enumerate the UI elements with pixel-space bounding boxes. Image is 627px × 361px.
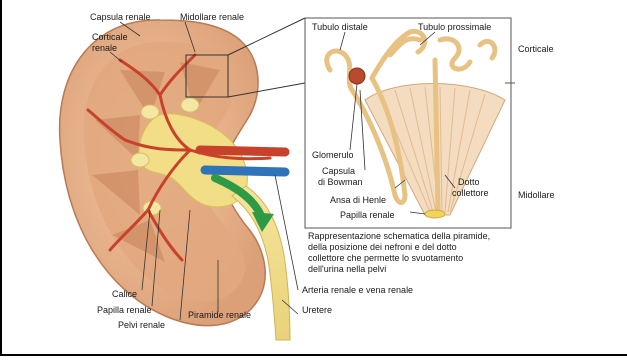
label-corticale-renale-1: Corticale xyxy=(92,32,128,42)
label-uretere: Uretere xyxy=(302,305,332,315)
label-arteria-vena: Arteria renale e vena renale xyxy=(302,285,413,295)
label-dotto-collettore-2: collettore xyxy=(452,188,489,198)
label-tubulo-distale: Tubulo distale xyxy=(312,22,368,32)
label-papilla-renale-right: Papilla renale xyxy=(340,210,395,220)
label-papilla-renale-left: Papilla renale xyxy=(97,305,152,315)
renal-vein xyxy=(205,170,285,172)
label-ansa-henle: Ansa di Henle xyxy=(330,195,386,205)
label-capsula-bowman-2: di Bowman xyxy=(318,177,363,187)
label-midollare-renale: Midollare renale xyxy=(180,12,244,22)
frame-left xyxy=(0,0,2,356)
renal-artery xyxy=(200,150,285,152)
label-midollare: Midollare xyxy=(518,190,555,200)
label-pelvi-renale: Pelvi renale xyxy=(118,320,165,330)
label-piramide-renale: Piramide renale xyxy=(188,310,251,320)
label-capsula-bowman-1: Capsula xyxy=(322,166,355,176)
caption-line-3: collettore che permette lo svuotamento xyxy=(308,253,463,263)
label-calice: Calice xyxy=(112,289,137,299)
papilla-tip xyxy=(425,210,445,218)
caption-line-2: della posizione dei nefroni e del dotto xyxy=(308,242,457,252)
label-capsula-renale: Capsula renale xyxy=(90,12,151,22)
caption-line-1: Rappresentazione schematica della pirami… xyxy=(308,231,490,241)
label-tubulo-prossimale: Tubulo prossimale xyxy=(418,22,491,32)
glomerulus xyxy=(349,68,365,84)
label-glomerulo: Glomerulo xyxy=(312,150,354,160)
label-corticale-renale-2: renale xyxy=(92,43,117,53)
label-corticale: Corticale xyxy=(518,44,554,54)
label-dotto-collettore-1: Dotto xyxy=(458,177,480,187)
caption-line-4: dell'urina nella pelvi xyxy=(308,264,386,274)
